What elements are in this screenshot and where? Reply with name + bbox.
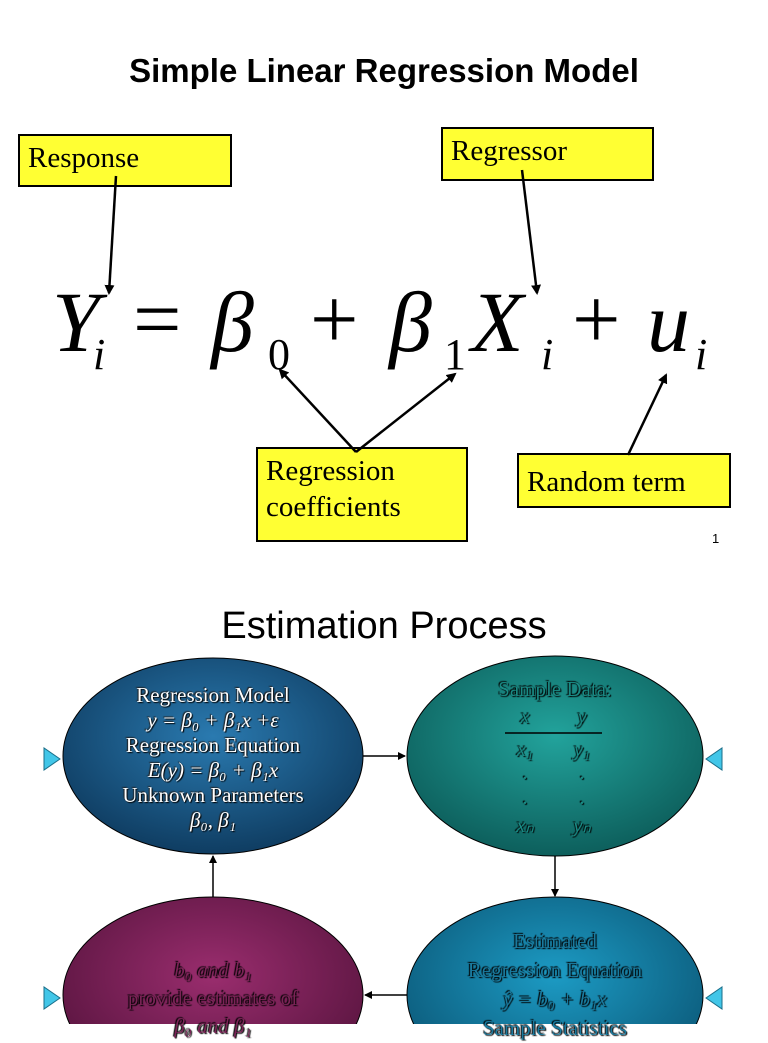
page-number: 1 bbox=[712, 531, 720, 546]
eq-u: u bbox=[647, 274, 690, 370]
eq-Y: Y bbox=[52, 274, 100, 370]
random-term-label: Random term bbox=[527, 466, 686, 498]
nav-next-icon-2 bbox=[43, 986, 61, 1010]
eq-sub-i3: i bbox=[695, 330, 708, 379]
regressor-label: Regressor bbox=[451, 135, 567, 167]
eq-X: X bbox=[471, 274, 524, 370]
coefficients-callout: Regression coefficients bbox=[256, 447, 468, 542]
response-arrow bbox=[104, 175, 118, 295]
eq-sub-0: 0 bbox=[268, 330, 290, 379]
regression-equation: Y i = β 0 + β 1 X i + u i bbox=[52, 271, 708, 379]
eq-equals: = bbox=[133, 271, 182, 367]
nav-prev-icon-2 bbox=[705, 986, 723, 1010]
model-line1: Regression Model bbox=[136, 683, 290, 707]
sample-dot-1x: . bbox=[522, 760, 528, 784]
eq-beta0: β bbox=[211, 274, 254, 370]
model-line4: E(y) = β₀ + β₁x bbox=[147, 758, 279, 782]
slide-title: Simple Linear Regression Model bbox=[129, 52, 639, 89]
sample-row1-x: x₁ bbox=[516, 737, 534, 761]
callout-arrows bbox=[104, 169, 668, 456]
sample-dot-2x: . bbox=[522, 785, 528, 809]
eq-plus1: + bbox=[310, 271, 359, 367]
regressor-callout: Regressor bbox=[441, 127, 654, 181]
estimation-diagram bbox=[43, 655, 723, 1024]
eq-sub-i2: i bbox=[541, 330, 554, 379]
response-label: Response bbox=[28, 142, 140, 174]
estimates-oval-text: b₀ and b₁ provide estimates of β₀ and β₁ bbox=[63, 956, 363, 1040]
model-line3: Regression Equation bbox=[125, 733, 301, 757]
sample-col-y: y bbox=[577, 704, 587, 728]
estimated-line1: Estimated bbox=[513, 929, 597, 953]
sample-title: Sample Data: bbox=[498, 677, 612, 701]
sample-oval-text: Sample Data: bbox=[407, 677, 703, 702]
nav-prev-icon bbox=[705, 747, 723, 771]
sample-dot-2y: . bbox=[579, 785, 585, 809]
random-term-arrow bbox=[626, 373, 668, 456]
estimated-line2: Regression Equation bbox=[467, 958, 643, 982]
slide-title-estimation: Estimation Process bbox=[221, 605, 547, 647]
sample-rown-y: yₙ bbox=[573, 813, 591, 837]
response-callout: Response bbox=[18, 134, 232, 187]
coefficient-arrow-right bbox=[355, 372, 457, 453]
estimates-line2: provide estimates of bbox=[127, 986, 299, 1010]
eq-sub-i: i bbox=[93, 330, 106, 379]
sample-dot-1y: . bbox=[579, 760, 585, 784]
sample-col-x: x bbox=[520, 704, 530, 728]
coefficients-label-line2: coefficients bbox=[266, 491, 401, 524]
nav-next-icon bbox=[43, 747, 61, 771]
sample-rown-x: xₙ bbox=[516, 813, 534, 837]
estimates-line1: b₀ and b₁ bbox=[174, 958, 252, 982]
coefficient-arrow-left bbox=[278, 368, 357, 453]
coefficients-label-line1: Regression bbox=[266, 455, 395, 487]
regressor-arrow bbox=[520, 169, 541, 295]
model-line5: Unknown Parameters bbox=[122, 783, 304, 807]
eq-sub-1: 1 bbox=[444, 330, 466, 379]
model-oval-text: Regression Model y = β₀ + β₁x +ε Regress… bbox=[63, 683, 363, 833]
eq-plus2: + bbox=[572, 271, 621, 367]
estimates-line3: β₀ and β₁ bbox=[174, 1014, 252, 1038]
estimated-line4: Sample Statistics bbox=[482, 1016, 628, 1040]
estimated-oval-text: Estimated Regression Equation ŷ = b₀ + b… bbox=[407, 927, 703, 1043]
estimated-line3: ŷ = b₀ + b₁x bbox=[503, 987, 607, 1011]
random-term-callout: Random term bbox=[517, 453, 731, 508]
eq-beta1: β bbox=[389, 274, 432, 370]
model-line2: y = β₀ + β₁x +ε bbox=[147, 708, 279, 732]
sample-row1-y: y₁ bbox=[573, 737, 591, 761]
model-line6: β₀, β₁ bbox=[189, 808, 237, 832]
